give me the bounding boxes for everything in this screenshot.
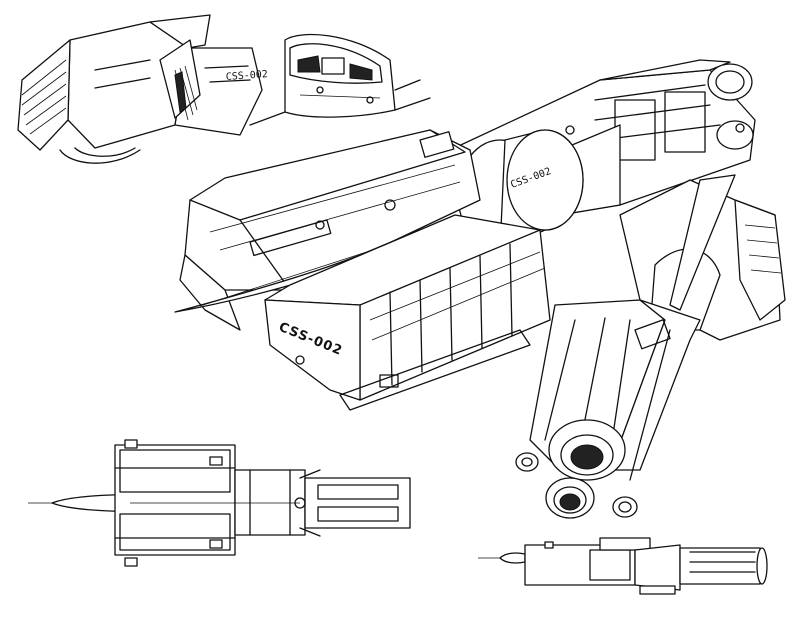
cockpit-section-view: [249, 33, 431, 126]
top-orthographic-view: [28, 439, 411, 567]
tl-block-label: CSS-002: [225, 69, 268, 83]
detail-block-view: CSS-002: [17, 14, 268, 164]
rear-thruster-view: [515, 174, 786, 519]
main-isometric-view: CSS-002 CSS-002: [174, 59, 756, 411]
side-orthographic-view: [478, 537, 768, 595]
